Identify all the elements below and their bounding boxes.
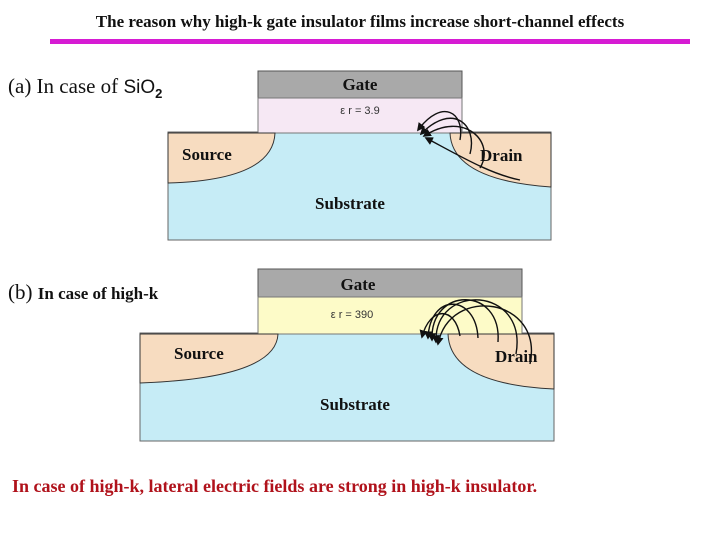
fringing-field-lines bbox=[416, 110, 521, 181]
case-b-label: (b) In case of high-k bbox=[8, 280, 158, 305]
drain-label: Drain bbox=[480, 146, 523, 165]
fringing-field-lines bbox=[419, 299, 533, 365]
sio2-device-diagram: Gate ε r = 3.9 Source Drain Substrate bbox=[167, 70, 552, 241]
page-title: The reason why high-k gate insulator fil… bbox=[95, 12, 625, 31]
drain-region bbox=[449, 132, 552, 188]
gate-electrode bbox=[257, 70, 463, 99]
source-label: Source bbox=[182, 145, 232, 164]
case-b-label-prefix: (b) bbox=[8, 280, 38, 304]
sio2-formula-subscript: 2 bbox=[155, 85, 163, 101]
substrate-label: Substrate bbox=[320, 395, 390, 414]
source-label: Source bbox=[174, 344, 224, 363]
permittivity-label: ε r = 390 bbox=[331, 309, 374, 321]
drain-region bbox=[447, 333, 555, 390]
case-a-label: (a) In case of SiO2 bbox=[8, 74, 162, 101]
gate-label: Gate bbox=[341, 275, 376, 294]
substrate-label: Substrate bbox=[315, 194, 385, 213]
title-underline bbox=[50, 39, 690, 44]
gate-oxide-highk bbox=[257, 296, 523, 335]
source-region bbox=[167, 132, 276, 184]
permittivity-label: ε r = 3.9 bbox=[340, 105, 379, 117]
sio2-formula-base: SiO bbox=[123, 77, 156, 98]
gate-electrode bbox=[257, 268, 523, 298]
gate-label: Gate bbox=[343, 75, 378, 94]
conclusion-text: In case of high-k, lateral electric fiel… bbox=[12, 476, 538, 496]
highk-device-diagram: Gate ε r = 390 Source Drain Substrate bbox=[139, 268, 555, 442]
source-region bbox=[139, 333, 279, 384]
sio2-formula: SiO2 bbox=[123, 77, 163, 101]
case-a-label-prefix: (a) In case of bbox=[8, 74, 124, 98]
case-b-label-text: In case of high-k bbox=[37, 284, 159, 303]
drain-label: Drain bbox=[495, 347, 538, 366]
